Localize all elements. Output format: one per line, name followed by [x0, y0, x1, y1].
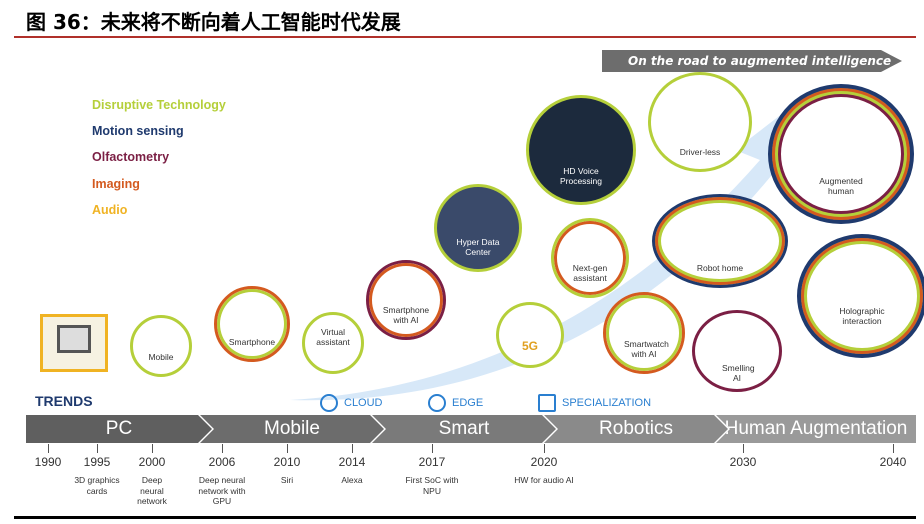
- circle-smartphone-ai: Smartphone with AI: [366, 260, 446, 340]
- year-label: 2017: [418, 455, 446, 469]
- year-label: 2010: [273, 455, 301, 469]
- edge-icon: [428, 394, 446, 412]
- trend-specialization: SPECIALIZATION: [538, 394, 651, 412]
- circle-smartphone: Smartphone: [214, 286, 290, 362]
- legend-audio: Audio: [92, 203, 128, 217]
- circle-smelling-ai: Smelling AI: [692, 310, 782, 392]
- year-label: 2030: [729, 455, 757, 469]
- year-label: 1995: [83, 455, 111, 469]
- year-tick: [743, 444, 744, 453]
- year-label: 2000: [138, 455, 166, 469]
- circle-holographic: Holographic interaction: [797, 234, 924, 358]
- era-robotics: Robotics: [544, 415, 728, 443]
- cloud-icon: [320, 394, 338, 412]
- era-pc: PC: [26, 415, 212, 443]
- pc-computer-icon: [40, 314, 108, 372]
- circle-driverless: Driver-less: [648, 72, 752, 172]
- circle-virtual-assistant: Virtual assistant: [302, 312, 364, 374]
- year-label: 2040: [879, 455, 907, 469]
- milestone-note: First SoC with NPU: [405, 475, 459, 496]
- milestone-note: Deep neural network with GPU: [198, 475, 246, 507]
- legend-motion: Motion sensing: [92, 124, 184, 138]
- year-label: 2006: [208, 455, 236, 469]
- road-banner: On the road to augmented intelligence: [602, 50, 902, 72]
- specialization-icon: [538, 394, 556, 412]
- milestone-note: Siri: [280, 475, 294, 485]
- year-tick: [432, 444, 433, 453]
- year-tick: [893, 444, 894, 453]
- legend-imaging: Imaging: [92, 177, 140, 191]
- year-label: 1990: [34, 455, 62, 469]
- trend-edge: EDGE: [428, 394, 483, 412]
- year-tick: [152, 444, 153, 453]
- legend-olfactometry: Olfactometry: [92, 150, 170, 164]
- era-mobile: Mobile: [200, 415, 384, 443]
- circle-robot-home: Robot home: [652, 194, 788, 288]
- circle-nextgen-assistant: Next-gen assistant: [551, 218, 629, 298]
- era-human-augmentation: Human Augmentation: [716, 415, 916, 443]
- circle-augmented-human: Augmented human: [768, 84, 914, 224]
- circle-mobile: Mobile: [130, 315, 192, 377]
- bottom-divider: [14, 516, 916, 519]
- year-tick: [48, 444, 49, 453]
- circle-smartwatch: Smartwatch with AI: [603, 292, 685, 374]
- year-tick: [287, 444, 288, 453]
- era-smart: Smart: [372, 415, 556, 443]
- circle-data-center: Hyper Data Center: [434, 184, 522, 272]
- trends-label: TRENDS: [35, 393, 93, 409]
- circle-hd-voice: HD Voice Processing: [526, 95, 636, 205]
- year-tick: [352, 444, 353, 453]
- milestone-note: 3D graphics cards: [74, 475, 120, 496]
- milestone-note: HW for audio AI: [514, 475, 574, 485]
- circle-5g: 5G: [496, 302, 564, 368]
- year-tick: [97, 444, 98, 453]
- year-tick: [222, 444, 223, 453]
- title-divider: [14, 36, 916, 38]
- year-tick: [544, 444, 545, 453]
- figure-title: 图 36：未来将不断向着人工智能时代发展: [26, 10, 401, 34]
- year-label: 2020: [530, 455, 558, 469]
- trend-cloud: CLOUD: [320, 394, 383, 412]
- legend-disruptive: Disruptive Technology: [92, 98, 226, 112]
- milestone-note: Deep neural network: [137, 475, 167, 507]
- year-label: 2014: [338, 455, 366, 469]
- milestone-note: Alexa: [341, 475, 363, 485]
